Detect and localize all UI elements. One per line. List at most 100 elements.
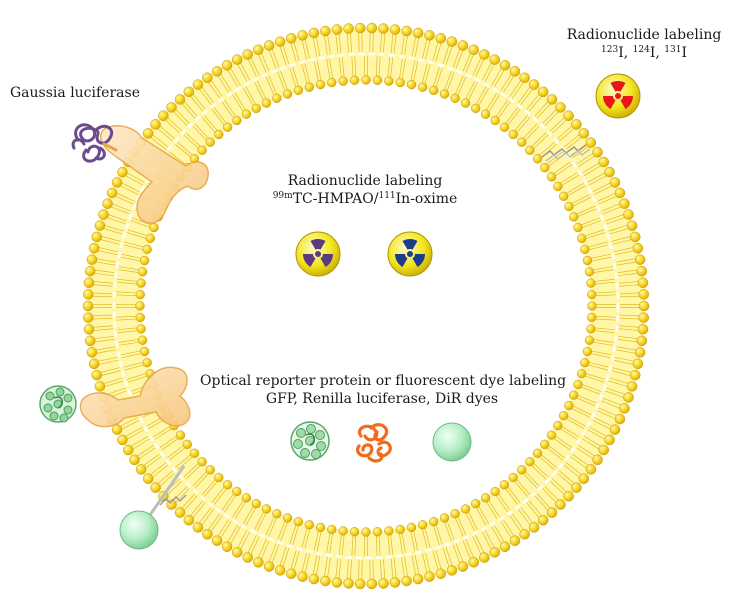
lipid-head bbox=[320, 25, 331, 37]
lipid-head bbox=[139, 255, 150, 266]
lipid-head bbox=[499, 59, 511, 71]
lipid-head bbox=[315, 79, 326, 90]
lipid-head bbox=[182, 439, 192, 449]
lipid-head bbox=[429, 516, 439, 527]
lipid-head bbox=[528, 522, 540, 533]
lipid-head bbox=[274, 565, 286, 576]
lipid-head bbox=[202, 529, 213, 540]
lipid-head bbox=[555, 499, 566, 510]
lipid-head bbox=[630, 231, 641, 243]
lipid-head bbox=[424, 571, 435, 582]
lipid-head bbox=[98, 209, 109, 220]
lipid-head bbox=[84, 265, 96, 277]
lipid-head bbox=[94, 381, 106, 392]
lipid-head bbox=[571, 482, 582, 493]
radionuclide-outer-label: Radionuclide labeling 123I, 124I, 131I bbox=[566, 26, 722, 62]
lipid-head bbox=[546, 507, 558, 518]
lipid-head bbox=[297, 30, 308, 41]
lipid-head bbox=[197, 145, 207, 155]
lipid-head bbox=[489, 547, 501, 558]
isotope-124-mass: 124 bbox=[632, 45, 650, 55]
lipid-head bbox=[626, 220, 638, 231]
lipid-bilayer-band bbox=[87, 27, 645, 585]
lipid-head bbox=[623, 209, 634, 220]
lipid-head bbox=[584, 267, 595, 277]
lipid-head bbox=[490, 115, 500, 126]
lipid-head bbox=[569, 390, 579, 400]
lipid-head bbox=[578, 128, 590, 139]
lipid-head bbox=[623, 392, 634, 403]
lipid-head bbox=[519, 529, 530, 540]
lipid-head bbox=[614, 413, 626, 425]
lipid-head bbox=[366, 578, 378, 590]
lipid-head bbox=[532, 154, 543, 164]
isotope-131-mass: 131 bbox=[664, 45, 682, 55]
lipid-head bbox=[637, 277, 649, 288]
lipid-head bbox=[338, 526, 348, 536]
lipid-head bbox=[578, 473, 590, 484]
lipid-head bbox=[471, 103, 481, 114]
lipid-head bbox=[389, 24, 401, 35]
isotope-tc-hmpao: TC-HMPAO/ bbox=[292, 191, 379, 207]
lipid-head bbox=[327, 524, 337, 535]
radionuclide-membrane-link bbox=[541, 144, 591, 162]
lipid-head bbox=[592, 454, 603, 466]
lipid-head bbox=[142, 357, 152, 368]
gaussia-luciferase-label: Gaussia luciferase bbox=[10, 84, 140, 102]
lipid-head bbox=[546, 94, 558, 105]
lipid-head bbox=[372, 527, 383, 537]
lipid-head bbox=[293, 516, 303, 527]
dir-dye-sphere-icon bbox=[432, 422, 472, 462]
lipid-head bbox=[471, 498, 481, 509]
lipid-head bbox=[361, 527, 371, 537]
lipid-head bbox=[636, 335, 648, 347]
lipid-head bbox=[91, 369, 102, 381]
lipid-head bbox=[509, 535, 521, 546]
lipid-head bbox=[263, 40, 275, 51]
lipid-head bbox=[315, 522, 326, 533]
lipid-head bbox=[221, 59, 233, 71]
lipid-head bbox=[304, 520, 315, 530]
lipid-head bbox=[553, 420, 563, 431]
lipid-head bbox=[508, 472, 518, 483]
lipid-heads bbox=[82, 22, 650, 590]
renilla-luciferase-icon bbox=[356, 423, 392, 463]
lipid-head bbox=[122, 444, 134, 456]
isotope-123-mass: 123 bbox=[601, 45, 619, 55]
lipid-head bbox=[145, 233, 156, 243]
lipid-head bbox=[384, 76, 394, 86]
lipid-head bbox=[150, 482, 161, 493]
lipid-head bbox=[117, 434, 128, 446]
lipid-head bbox=[499, 122, 509, 132]
lipid-head bbox=[94, 220, 106, 231]
lipid-head bbox=[327, 77, 337, 88]
lipid-head bbox=[435, 568, 447, 580]
lipid-head bbox=[82, 312, 94, 323]
lipid-head bbox=[142, 473, 154, 484]
lipid-head bbox=[446, 36, 458, 47]
lipid-head bbox=[634, 347, 646, 358]
lipid-head bbox=[135, 312, 145, 323]
lipid-head bbox=[619, 403, 630, 414]
lipid-head bbox=[343, 23, 354, 34]
lipid-head bbox=[395, 524, 405, 535]
lipid-head bbox=[129, 454, 140, 466]
lipid-head bbox=[406, 79, 417, 90]
lipid-head bbox=[540, 439, 550, 449]
lipid-head bbox=[142, 128, 154, 139]
lipid-head bbox=[308, 27, 320, 39]
lipid-head bbox=[86, 347, 98, 358]
lipid-head bbox=[619, 198, 630, 209]
lipid-head bbox=[587, 301, 597, 311]
lipid-head bbox=[205, 465, 215, 475]
lipid-head bbox=[412, 573, 424, 585]
lipid-head bbox=[378, 23, 389, 34]
lipid-head bbox=[490, 486, 500, 497]
isotope-99m-mass: 99m bbox=[272, 191, 293, 201]
lipid-head bbox=[573, 222, 583, 233]
gfp-protein-icon-membrane bbox=[39, 385, 77, 423]
lipid-head bbox=[136, 278, 146, 288]
lipid-head bbox=[401, 575, 412, 587]
lipid-head bbox=[439, 513, 450, 523]
lipid-head bbox=[86, 254, 98, 265]
